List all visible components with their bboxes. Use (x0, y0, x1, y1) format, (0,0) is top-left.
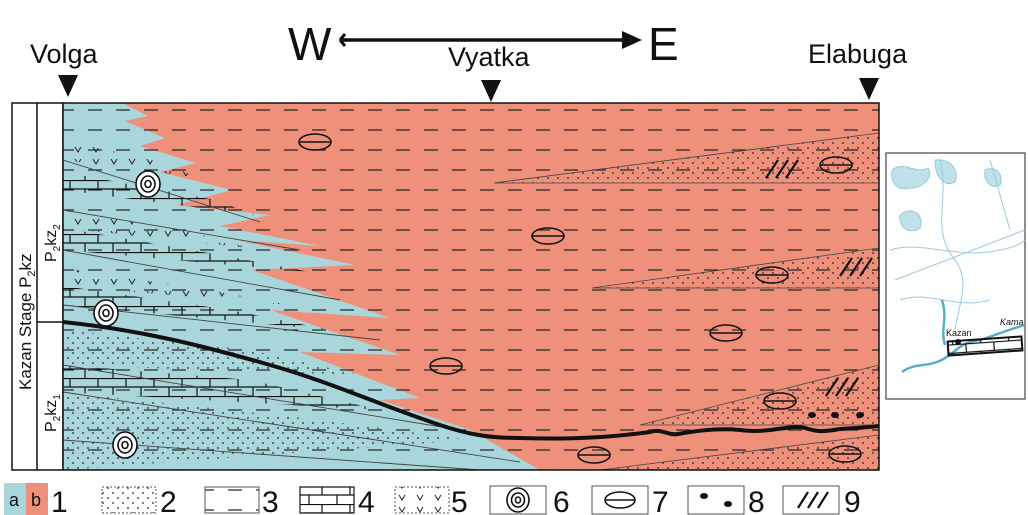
location-label-vyatka: Vyatka (448, 42, 531, 72)
location-label-volga: Volga (30, 39, 99, 69)
legend-item-3: 3 (204, 486, 279, 515)
legend-item-7: 7 (591, 485, 669, 515)
legend-num-3: 3 (262, 486, 279, 515)
concretion-symbol (298, 133, 862, 464)
nodule-symbol (808, 412, 864, 418)
legend-item-9: 9 (782, 485, 861, 515)
marker-elabuga (859, 78, 879, 100)
substage-upper-label: P2kz2 (43, 224, 63, 262)
stage-label: Kazan Stage P2kz (16, 253, 38, 390)
east-label: E (648, 18, 679, 70)
erosional-boundary (63, 320, 879, 441)
legend: a b 1 2 3 4 5 6 (4, 483, 861, 515)
cross-bedding-symbol (765, 159, 873, 397)
direction-arrow: W E (288, 18, 679, 70)
legend-num-5: 5 (451, 486, 468, 515)
legend-item-1: a b 1 (4, 483, 68, 515)
gypsum-bed-1 (63, 140, 200, 178)
legend-num-2: 2 (160, 486, 177, 515)
legend-num-1: 1 (51, 486, 68, 515)
inset-river-label: Kama (1000, 317, 1024, 327)
legend-item-4: 4 (299, 486, 375, 515)
west-label: W (288, 18, 332, 70)
inset-map: Kazan Kama (885, 152, 1026, 400)
legend-item-5: 5 (394, 486, 468, 515)
gypsum-bed-2 (63, 210, 250, 248)
limestone-bed-3 (63, 286, 330, 330)
marker-vyatka (481, 80, 501, 102)
location-label-elabuga: Elabuga (808, 39, 908, 69)
marine-sand-bed-lower (63, 392, 470, 470)
inset-city-label: Kazan (946, 328, 972, 338)
sand-lens-2 (591, 247, 879, 289)
marine-sand-bed (63, 330, 360, 375)
legend-num-9: 9 (844, 486, 861, 515)
sand-lens-1 (493, 132, 879, 184)
legend-num-8: 8 (748, 486, 765, 515)
sand-lens-4 (599, 434, 879, 470)
legend-b-label: b (31, 490, 41, 510)
legend-num-4: 4 (358, 486, 375, 515)
limestone-bed-1 (63, 172, 255, 215)
oolite-symbol (93, 170, 161, 459)
limestone-bed-4 (63, 365, 380, 410)
limestone-bed-2 (63, 228, 310, 272)
gypsum-bed-3 (63, 268, 290, 305)
sand-lens-3 (639, 364, 879, 426)
substage-lower-label: P2kz1 (43, 394, 63, 432)
legend-item-2: 2 (101, 486, 177, 515)
legend-item-6: 6 (489, 485, 570, 515)
cross-section (63, 103, 879, 470)
marker-volga (58, 75, 78, 97)
stratigraphic-column: Kazan Stage P2kz P2kz2 P2kz1 (11, 102, 64, 471)
legend-a-label: a (9, 490, 20, 510)
legend-num-6: 6 (553, 486, 570, 515)
legend-item-8: 8 (687, 485, 765, 515)
legend-num-7: 7 (652, 486, 669, 515)
